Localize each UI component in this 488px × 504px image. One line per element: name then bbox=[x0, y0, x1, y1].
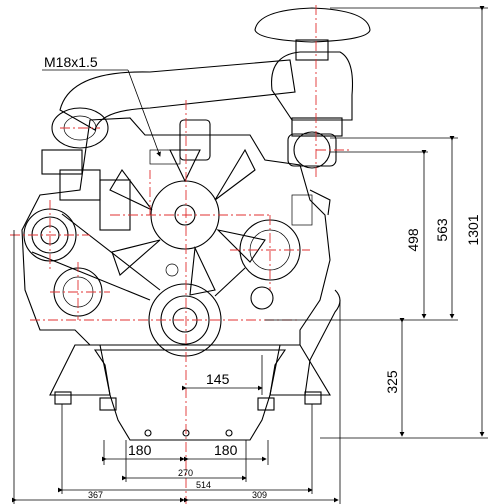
dim-325: 325 bbox=[384, 370, 400, 394]
dim-309: 309 bbox=[252, 490, 267, 500]
dim-145: 145 bbox=[206, 371, 230, 387]
dim-270: 270 bbox=[178, 468, 193, 478]
dim-180-right: 180 bbox=[214, 442, 238, 458]
center-lines bbox=[10, 5, 350, 504]
air-filter-assembly bbox=[254, 7, 371, 169]
horizontal-dimensions: 145 180 180 270 514 367 309 bbox=[12, 230, 341, 504]
dim-498: 498 bbox=[405, 228, 421, 252]
dim-1301: 1301 bbox=[465, 214, 481, 245]
right-side-accessories bbox=[291, 189, 341, 396]
oil-pan bbox=[93, 349, 287, 441]
dim-367: 367 bbox=[88, 490, 103, 500]
fan bbox=[109, 148, 266, 296]
dim-563: 563 bbox=[434, 218, 450, 242]
vertical-dimensions: 1301 563 498 325 bbox=[265, 6, 488, 439]
dim-180-left: 180 bbox=[128, 442, 152, 458]
dim-514: 514 bbox=[196, 480, 211, 490]
thread-callout: M18x1.5 bbox=[42, 54, 161, 157]
engine-mounts bbox=[49, 344, 331, 411]
exhaust-pipe bbox=[41, 59, 296, 201]
thread-callout-label: M18x1.5 bbox=[44, 54, 98, 70]
pulleys bbox=[23, 208, 301, 357]
